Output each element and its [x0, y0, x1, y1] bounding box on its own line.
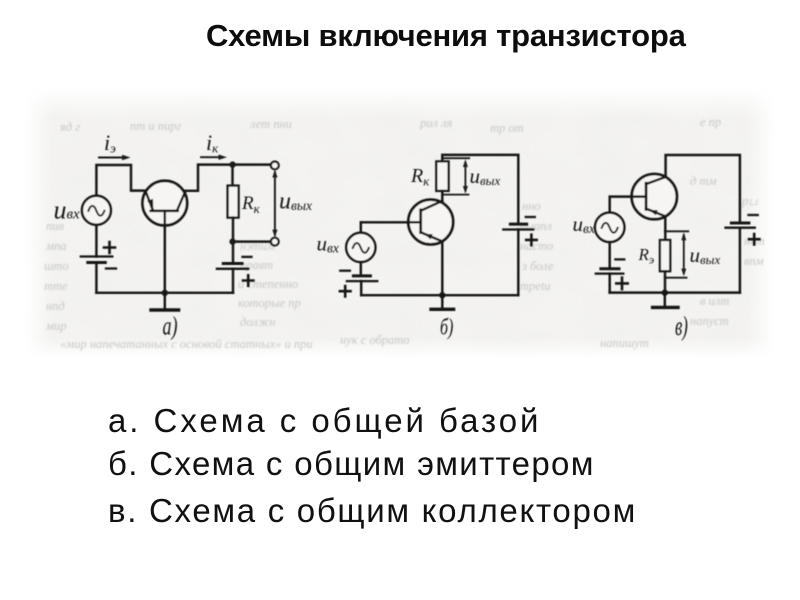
svg-text:нно: нно [522, 199, 541, 213]
svg-text:б): б) [440, 315, 453, 341]
svg-text:рил ля: рил ля [419, 116, 453, 130]
svg-text:должн: должн [240, 315, 276, 329]
svg-text:в илт: в илт [700, 294, 729, 308]
svg-text:мир: мир [45, 319, 66, 333]
svg-text:которые пр: которые пр [238, 296, 301, 310]
svg-text:«мир напечатанных с основой ст: «мир напечатанных с основой статных» и п… [60, 337, 313, 351]
svg-text:лет пни: лет пни [249, 117, 292, 131]
svg-text:нпд: нпд [46, 299, 65, 313]
svg-text:д тм: д тм [690, 174, 716, 188]
svg-text:тpetи: тpetи [520, 279, 551, 293]
svg-text:нук с обрато: нук с обрато [340, 333, 410, 347]
svg-text:напишут: напишут [600, 336, 649, 350]
svg-text:пт и пирг: пт и пирг [130, 119, 182, 133]
svg-text:напуст: напуст [690, 314, 729, 328]
svg-text:впм: впм [744, 254, 764, 268]
svg-text:тр от: тр от [490, 121, 524, 135]
svg-text:насто: насто [520, 239, 553, 253]
svg-text:е пр: е пр [700, 115, 721, 129]
svg-text:з боле: з боле [521, 259, 554, 273]
svg-text:пив: пив [46, 219, 65, 233]
svg-text:што: што [44, 259, 69, 273]
svg-text:мпа: мпа [45, 239, 66, 253]
svg-text:выапл: выапл [520, 219, 552, 233]
svg-text:яд г: яд г [59, 120, 80, 134]
svg-text:тте: тте [44, 279, 68, 293]
svg-text:рப: рப [741, 194, 758, 208]
svg-text:а): а) [163, 311, 178, 340]
svg-text:в): в) [675, 311, 688, 341]
